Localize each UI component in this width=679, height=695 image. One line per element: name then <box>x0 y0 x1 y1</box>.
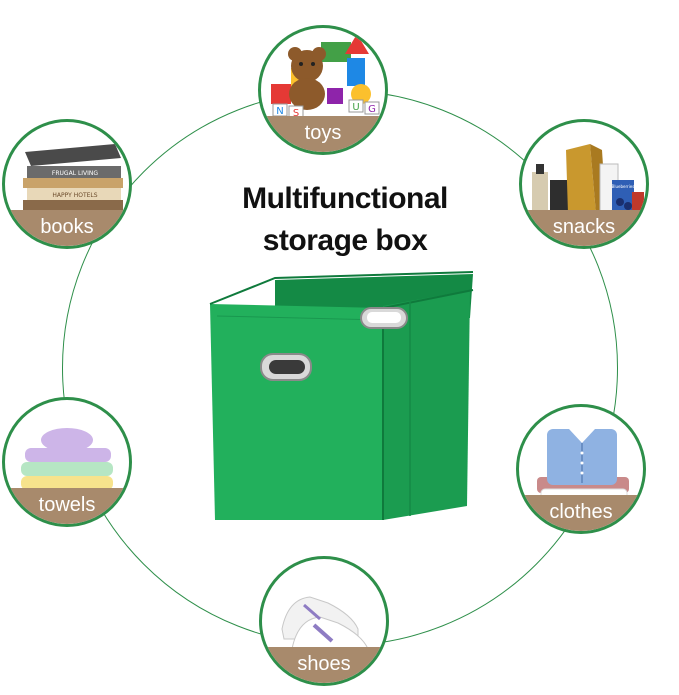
toys-illustration: N S U G <box>271 34 380 119</box>
category-label-toys: toys <box>261 116 385 152</box>
category-label-towels: towels <box>5 488 129 524</box>
toy-block-letter: S <box>293 108 299 119</box>
green-storage-box <box>209 271 474 520</box>
headline-line-1: Multifunctional <box>242 182 448 215</box>
category-bubble-towels: towels <box>2 397 132 527</box>
toy-block-letter: G <box>368 104 376 115</box>
toy-block-letter: U <box>352 102 359 113</box>
book-spine-title: FRUGAL LIVING <box>52 170 98 177</box>
snacks-illustration: Blueberries <box>532 144 644 216</box>
toy-block-letter: N <box>276 106 283 117</box>
category-bubble-toys: N S U G toys <box>258 25 388 155</box>
snack-pack-label: Blueberries <box>612 184 635 189</box>
category-bubble-snacks: Blueberries snacks <box>519 119 649 249</box>
category-label-books: books <box>5 210 129 246</box>
category-label-snacks: snacks <box>522 210 646 246</box>
book-spine-title: HAPPY HOTELS <box>52 192 97 199</box>
category-bubble-shoes: shoes <box>259 556 389 686</box>
category-label-shoes: shoes <box>262 647 386 683</box>
headline-line-2: storage box <box>262 224 428 257</box>
category-label-clothes: clothes <box>519 495 643 531</box>
headline: Multifunctional storage box <box>200 178 490 262</box>
category-bubble-books: FRUGAL LIVING HAPPY HOTELS books <box>2 119 132 249</box>
category-bubble-clothes: clothes <box>516 404 646 534</box>
